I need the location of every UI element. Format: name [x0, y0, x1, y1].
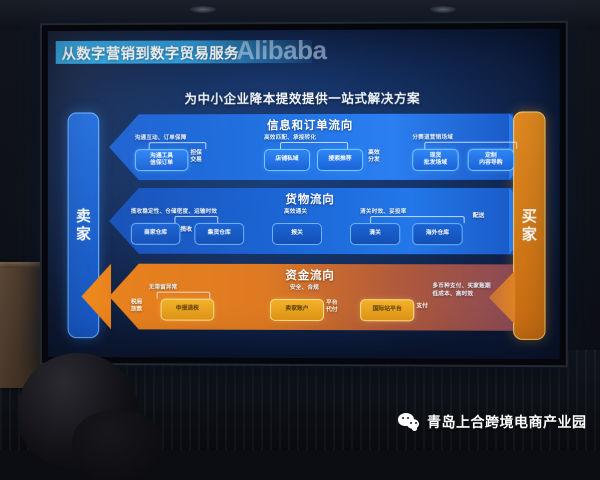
flow-node: 申报退税 [160, 298, 215, 321]
flow-title: 货物流向 [285, 194, 335, 207]
grouping-bracket [148, 142, 207, 150]
grouping-bracket [280, 141, 349, 150]
flow-node: 卖家账户 [270, 298, 325, 322]
flow-inline-label: 配送 [472, 213, 485, 220]
flow-node: 商家仓库 [130, 222, 181, 245]
flow-caption: 高效匹配、承接转化 [264, 134, 317, 142]
flow-nodes: 无滞留异常 安全、合规 多币种支付、买家账期 低成本、高时效申报退税 卖家账户 国际站平… [113, 283, 513, 331]
buyer-pillar-label: 买家 [521, 208, 538, 243]
ceiling-light-icon [190, 6, 216, 13]
flow-node: 海外仓库 [412, 223, 463, 246]
flow-node: 店铺私域 [264, 148, 310, 172]
flow-caption: 沟通互动、订单保障 [134, 135, 187, 142]
flow-node: 集货仓库 [194, 222, 245, 245]
slide-subtitle: 为中小企业降本提效提供一站式解决方案 [184, 91, 421, 107]
flow-caption: 安全、合规 [290, 284, 319, 292]
conference-room-background: Alibaba 从数字营销到数字贸易服务 为中小企业降本提效提供一站式解决方案 … [0, 0, 600, 450]
flow-caption: 无滞留异常 [148, 284, 178, 291]
grouping-bracket [370, 216, 465, 224]
flow-caption: 多币种支付、买家账期 低成本、高时效 [432, 283, 491, 298]
wechat-icon [398, 413, 420, 431]
flow-inline-label: 揽收 [180, 226, 192, 233]
flow-inline-label: 高效 分发 [368, 149, 380, 164]
flow-node: 国际站平台 [360, 299, 415, 322]
flow-caption: 揽收稳定性、仓储密度、运输时效 [130, 208, 218, 215]
brand-wordmark: Alibaba [236, 34, 327, 66]
flow-inline-label: 担保 交易 [190, 150, 202, 164]
podium-top [0, 262, 62, 272]
flow-inline-label: 平台 代付 [326, 300, 338, 314]
flow-inline-label: 支付 [416, 303, 429, 310]
flow-band-info-order: 信息和订单流向 沟通互动、订单保障 高效匹配、承接转化 分赛道营销场域沟通工具 信保… [109, 114, 518, 181]
flow-nodes: 沟通互动、订单保障 高效匹配、承接转化 分赛道营销场域沟通工具 信保订单 店铺私域搜索… [113, 133, 518, 180]
flow-title: 信息和订单流向 [266, 119, 354, 133]
audience-head [72, 410, 162, 480]
flow-inline-label: 税局 放款 [130, 299, 143, 313]
flow-node: 清关 [350, 223, 401, 246]
presentation-slide: Alibaba 从数字营销到数字贸易服务 为中小企业降本提效提供一站式解决方案 … [47, 28, 560, 360]
flow-node: 沟通工具 信保订单 [134, 149, 189, 172]
watermark-label: 青岛上合跨境电商产业园 [427, 414, 587, 430]
flow-nodes: 揽收稳定性、仓储密度、运输时效 高效通关 清关时效、妥投率商家仓库集货仓库 报关 清关海… [113, 207, 513, 254]
grouping-bracket [174, 215, 219, 223]
buyer-pillar: 买家 [513, 111, 546, 340]
seller-pillar-label: 卖家 [75, 208, 92, 243]
projection-screen: Alibaba 从数字营销到数字贸易服务 为中小企业降本提效提供一站式解决方案 … [39, 20, 568, 368]
page-title: 从数字营销到数字贸易服务 [61, 46, 239, 63]
flow-node: 现货 批发场域 [412, 148, 459, 171]
flow-band-goods: 货物流向 揽收稳定性、仓储密度、运输时效 高效通关 清关时效、妥投率商家仓库集货仓库… [109, 188, 513, 254]
flow-node: 报关 [272, 222, 323, 246]
watermark: 青岛上合跨境电商产业园 [398, 412, 587, 432]
flow-caption: 高效通关 [284, 208, 308, 216]
flow-band-funds: 资金流向 无滞留异常安全、合规多币种支付、买家账期 低成本、高时效申报退税卖家账… [109, 264, 513, 331]
flow-caption: 分赛道营销场域 [412, 134, 454, 141]
flow-caption: 清关时效、妥投率 [360, 209, 407, 216]
flow-node: 定制 内容导购 [467, 148, 515, 171]
flow-node: 搜索推荐 [317, 148, 364, 171]
ceiling-light-icon [430, 6, 456, 13]
